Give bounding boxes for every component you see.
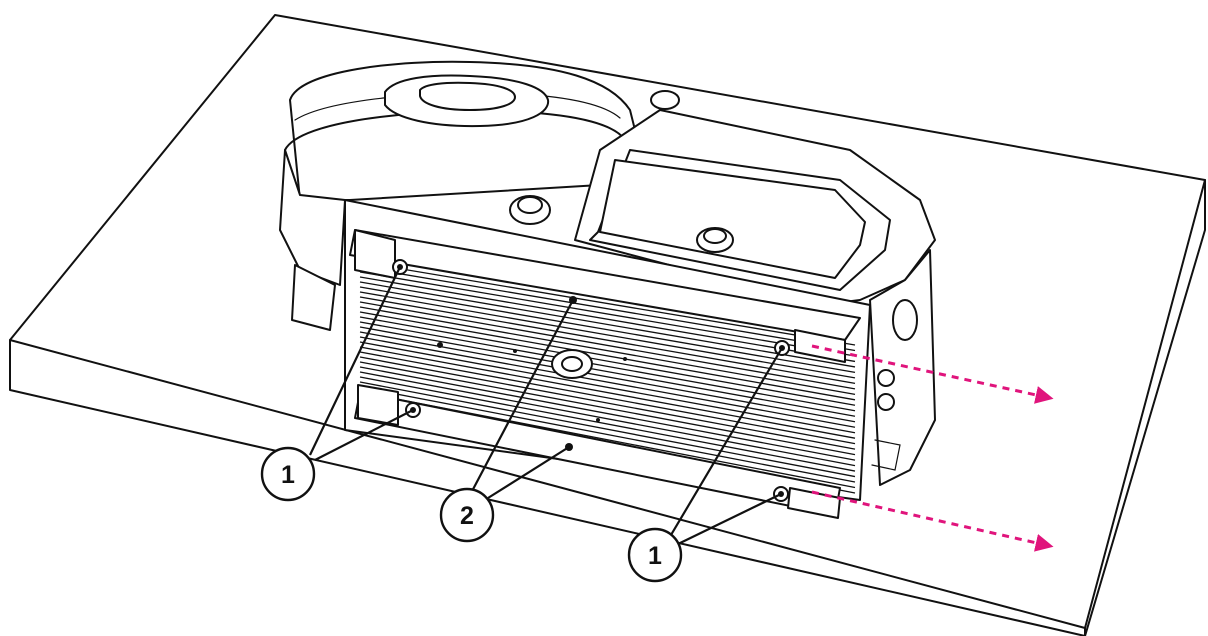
callout-label: 2: [460, 502, 474, 530]
heatsink-fin: [359, 321, 856, 412]
removal-arrows: [811, 344, 1054, 552]
removal-arrow-lower: [811, 490, 1054, 552]
heatsink-fin: [359, 381, 856, 478]
heatsink-fin: [359, 341, 856, 434]
removal-arrow-upper: [811, 344, 1054, 404]
heatsink-fin: [359, 366, 856, 461]
callout-label: 1: [648, 542, 662, 570]
heatsink: [344, 199, 871, 519]
heatsink-fin: [359, 276, 856, 363]
heatsink-fin: [359, 286, 856, 374]
heatsink-fin: [359, 336, 856, 428]
heatsink-fin: [359, 266, 856, 352]
heatsink-fin: [359, 301, 856, 390]
heatsink-fin: [359, 311, 856, 401]
heatsink-fin: [359, 356, 856, 450]
heatsink-fin: [359, 261, 856, 346]
heatsink-fin: [359, 316, 856, 406]
leader-lines: [309, 266, 783, 546]
callout-2-center: 2: [439, 487, 495, 543]
heatsink-fin: [359, 371, 856, 467]
heatsink-fin: [359, 331, 856, 423]
heatsink-fin: [359, 346, 856, 439]
callout-1-left: 1: [260, 446, 316, 502]
callout-label: 1: [281, 461, 295, 489]
heatsink-fin: [359, 351, 856, 445]
heatsink-fin: [359, 361, 856, 456]
heatsink-fin: [359, 326, 856, 417]
heatsink-fin: [359, 386, 856, 483]
callout-1-right: 1: [627, 527, 683, 583]
heatsink-fin: [359, 376, 856, 472]
heatsink-fin: [359, 271, 856, 357]
heatsink-fin: [359, 296, 856, 385]
heatsink-fin: [359, 281, 856, 368]
heatsink-fin: [359, 306, 856, 395]
